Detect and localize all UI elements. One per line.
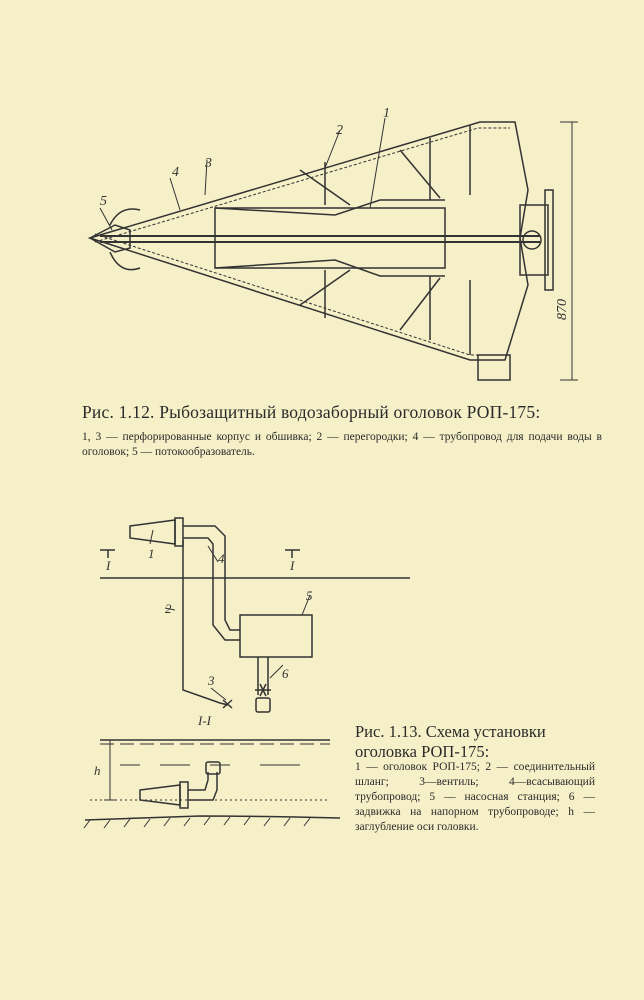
label-5: 5 — [306, 588, 313, 603]
figure-1-12-drawing: 5 4 3 2 1 870 — [87, 106, 578, 381]
sec-label-right: I — [289, 558, 295, 573]
label-h: h — [94, 763, 101, 778]
label-6: 6 — [282, 666, 289, 681]
figure-1-12-caption-title: Рис. 1.12. Рыбозащитный водозаборный ого… — [82, 402, 541, 422]
label-1: 1 — [148, 546, 155, 561]
label-1: 1 — [383, 106, 390, 121]
pump-station — [239, 614, 313, 658]
figure-1-12-caption-text: 1, 3 — перфорированные корпус и обшивка;… — [82, 431, 602, 458]
dimension-870: 870 — [555, 299, 570, 320]
sec-label-left: I — [105, 558, 111, 573]
label-2: 2 — [336, 123, 343, 138]
label-2: 2 — [165, 601, 172, 616]
figure-1-13-caption-title: Рис. 1.13. Схема установки оголовка РОП-… — [355, 722, 546, 761]
inner-pipe — [214, 207, 446, 269]
figure-1-13-drawing: I I 1 4 2 5 3 6 I-I h — [83, 517, 410, 829]
label-3: 3 — [204, 156, 212, 171]
section-title: I-I — [197, 713, 212, 728]
figure-1-13-caption-text: 1 — оголовок РОП-175; 2 — соединительный… — [355, 761, 595, 833]
label-5: 5 — [100, 194, 107, 209]
label-4: 4 — [218, 551, 225, 566]
label-3: 3 — [207, 673, 215, 688]
label-4: 4 — [172, 165, 179, 180]
